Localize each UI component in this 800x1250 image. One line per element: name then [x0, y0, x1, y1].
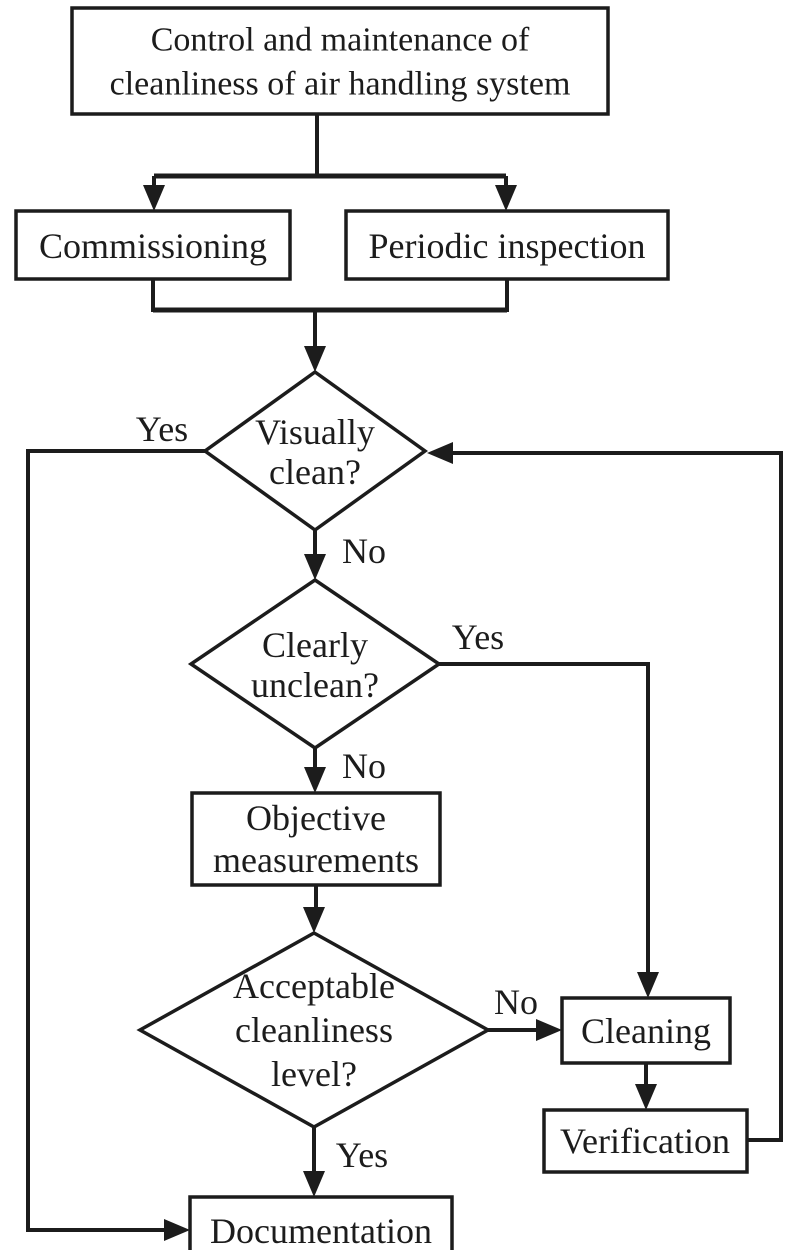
node-commissioning-label: Commissioning	[39, 226, 267, 266]
arrow-down-icon	[637, 972, 659, 998]
node-cleaning: Cleaning	[560, 996, 732, 1065]
node-periodic-inspection-label: Periodic inspection	[369, 226, 646, 266]
node-acceptable-level-label-line1: Acceptable	[233, 966, 395, 1006]
node-control-label-line2: cleanliness of air handling system	[110, 66, 571, 103]
node-verification-label: Verification	[560, 1121, 730, 1161]
node-visually-clean-diamond	[201, 369, 429, 533]
arrow-left-icon	[427, 442, 453, 464]
node-commissioning: Commissioning	[14, 209, 292, 281]
node-objective-measurements-box	[190, 791, 442, 887]
edge-label-clearly-unclean-no: No	[342, 746, 386, 786]
node-acceptable-level-label-line2: cleanliness	[235, 1010, 393, 1050]
arrow-down-icon	[304, 767, 326, 793]
arrow-down-icon	[304, 554, 326, 580]
node-objective-measurements: Objective measurements	[190, 791, 442, 887]
node-clearly-unclean-label-line1: Clearly	[262, 625, 368, 665]
node-objective-measurements-label-line1: Objective	[246, 798, 386, 838]
node-documentation: Documentation	[188, 1195, 454, 1250]
node-visually-clean: Visually clean?	[201, 369, 429, 533]
node-documentation-label: Documentation	[210, 1211, 432, 1250]
node-visually-clean-label-line1: Visually	[255, 412, 375, 452]
arrow-right-icon	[536, 1019, 562, 1041]
arrow-down-icon	[303, 907, 325, 933]
node-control-box	[70, 6, 610, 116]
node-commissioning-box	[14, 209, 292, 281]
node-periodic-inspection-box	[344, 209, 670, 281]
node-cleaning-label: Cleaning	[581, 1011, 711, 1051]
edge-label-acceptable-level-no: No	[494, 982, 538, 1022]
node-verification-box	[542, 1108, 749, 1174]
edge-label-visually-clean-yes: Yes	[136, 409, 188, 449]
arrow-down-icon	[304, 346, 326, 372]
node-clearly-unclean-label-line2: unclean?	[251, 665, 379, 705]
arrow-right-icon	[164, 1219, 190, 1241]
node-documentation-box	[188, 1195, 454, 1250]
node-periodic-inspection: Periodic inspection	[344, 209, 670, 281]
node-cleaning-box	[560, 996, 732, 1065]
node-verification: Verification	[542, 1108, 749, 1174]
edge-label-visually-clean-no: No	[342, 531, 386, 571]
edge-label-clearly-unclean-yes: Yes	[452, 617, 504, 657]
node-control-label-line1: Control and maintenance of	[151, 22, 530, 59]
edge-visually-clean-yes-rail	[26, 449, 205, 1232]
edge-clearly-unclean-yes-rail	[439, 662, 650, 976]
node-acceptable-level-diamond	[136, 930, 492, 1130]
node-visually-clean-label-line2: clean?	[269, 452, 361, 492]
node-control: Control and maintenance of cleanliness o…	[70, 6, 610, 116]
node-objective-measurements-label-line2: measurements	[213, 840, 419, 880]
arrow-down-icon	[635, 1084, 657, 1110]
node-acceptable-level-label-line3: level?	[271, 1054, 357, 1094]
arrow-down-icon	[495, 185, 517, 211]
node-clearly-unclean-diamond	[187, 577, 443, 751]
edge-verification-return-rail	[450, 451, 783, 1142]
node-acceptable-level: Acceptable cleanliness level?	[136, 930, 492, 1130]
node-clearly-unclean: Clearly unclean?	[187, 577, 443, 751]
arrow-down-icon	[303, 1171, 325, 1197]
arrow-down-icon	[143, 185, 165, 211]
edge-label-acceptable-level-yes: Yes	[336, 1135, 388, 1175]
